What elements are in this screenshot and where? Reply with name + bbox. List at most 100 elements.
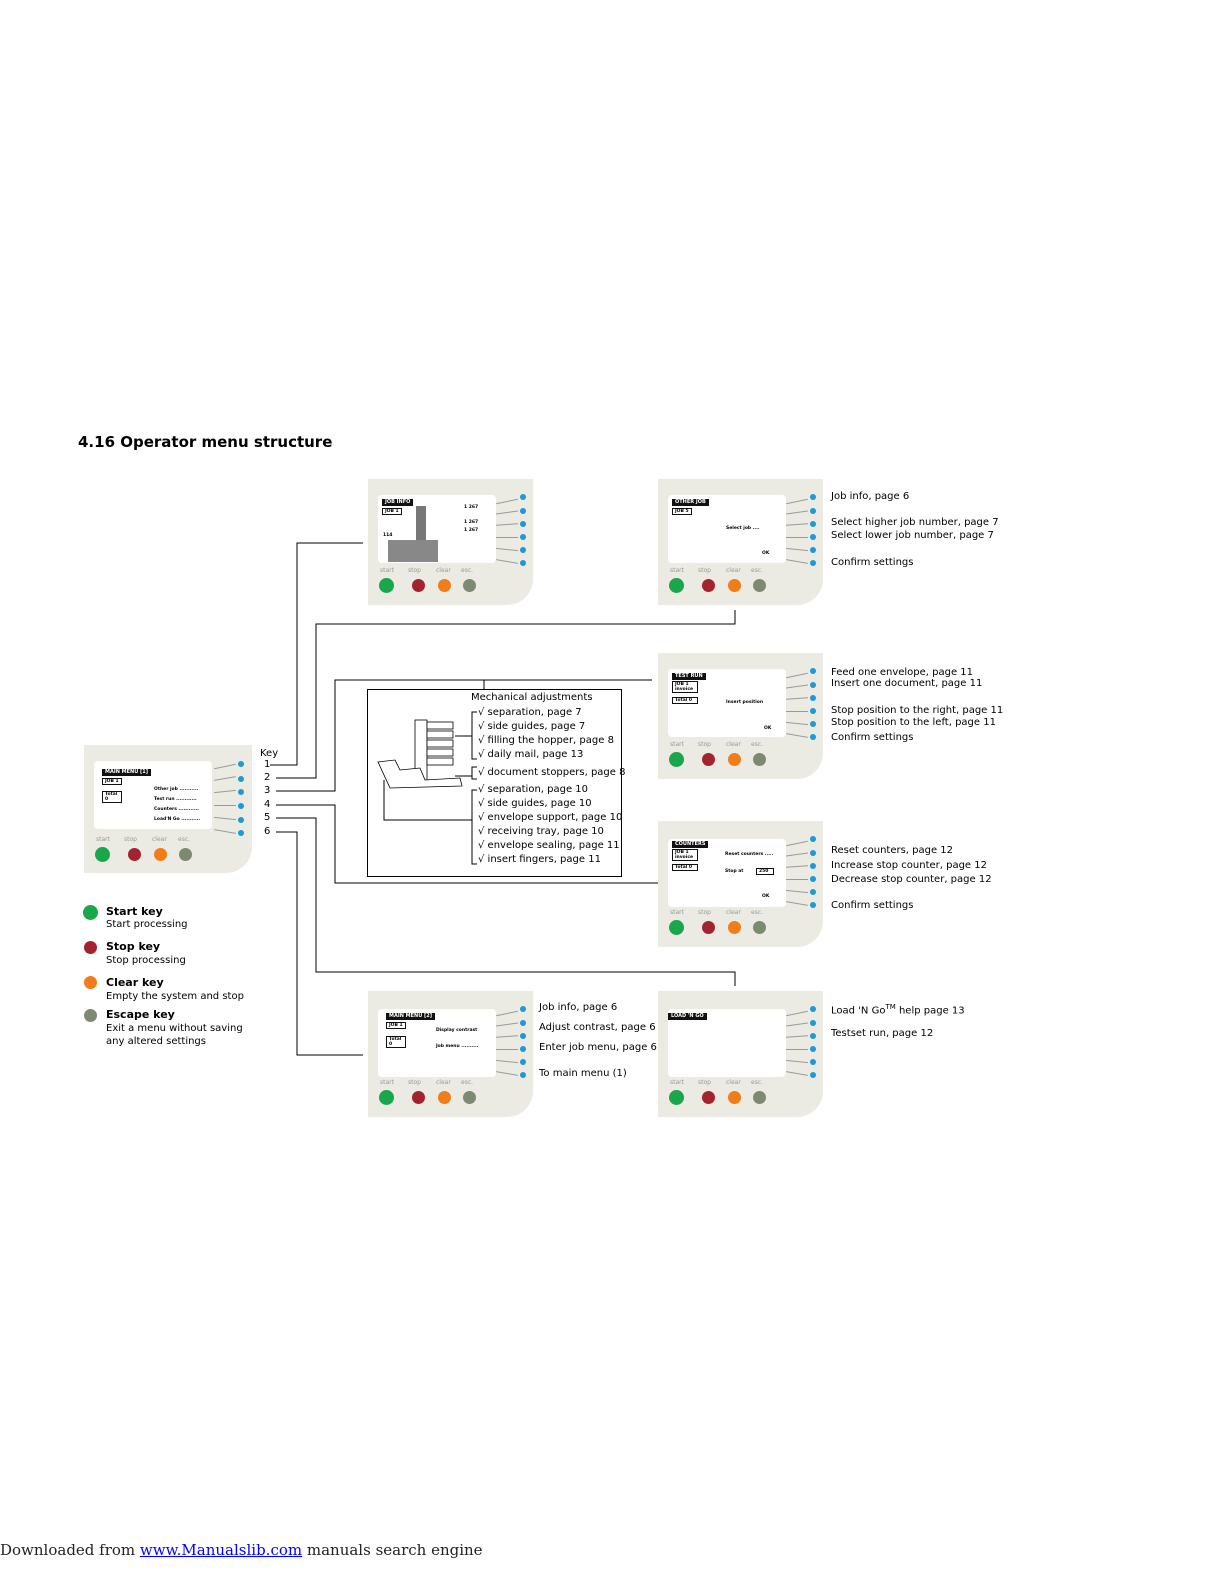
clear-key[interactable] [728, 753, 741, 766]
start-key[interactable] [379, 578, 394, 593]
menu-item: Other job ........... [154, 787, 199, 792]
ok-text: OK [762, 551, 770, 556]
side-button[interactable] [520, 1033, 526, 1039]
side-button[interactable] [520, 560, 526, 566]
side-button[interactable] [810, 876, 816, 882]
menu-item: Load'N Go ........... [154, 817, 201, 822]
side-button[interactable] [810, 1006, 816, 1012]
escape-key[interactable] [463, 579, 476, 592]
mechanical-item: √ filling the hopper, page 8 [478, 735, 614, 746]
counters-label: Reset counters, page 12 [831, 845, 954, 856]
stop-key[interactable] [702, 921, 715, 934]
side-button[interactable] [810, 695, 816, 701]
side-button[interactable] [810, 668, 816, 674]
side-button[interactable] [520, 534, 526, 540]
start-key-icon [83, 905, 98, 920]
stop-key-icon [84, 941, 97, 954]
main-menu-2-label: To main menu (1) [539, 1068, 627, 1079]
side-button[interactable] [238, 776, 244, 782]
main-menu-screen: MAIN MENU [1] JOB 1 Total 0 Other job ..… [94, 761, 212, 829]
side-button[interactable] [810, 836, 816, 842]
start-key[interactable] [669, 1090, 684, 1105]
other-job-label: Job info, page 6 [831, 491, 910, 502]
side-button[interactable] [238, 817, 244, 823]
stop-key[interactable] [702, 579, 715, 592]
job-box: JOB 1 [386, 1022, 406, 1029]
side-button[interactable] [810, 721, 816, 727]
side-button[interactable] [520, 547, 526, 553]
key-caption: esc. [751, 1079, 764, 1086]
side-button[interactable] [810, 521, 816, 527]
side-button[interactable] [520, 521, 526, 527]
side-button[interactable] [810, 560, 816, 566]
value-text: 1 267 [464, 520, 479, 525]
clear-key[interactable] [438, 1091, 451, 1104]
side-button[interactable] [238, 761, 244, 767]
key-caption: stop [698, 909, 711, 916]
side-button[interactable] [810, 734, 816, 740]
escape-key[interactable] [463, 1091, 476, 1104]
side-button[interactable] [520, 1059, 526, 1065]
side-button[interactable] [810, 1072, 816, 1078]
side-button[interactable] [520, 1046, 526, 1052]
stop-key[interactable] [702, 1091, 715, 1104]
side-button[interactable] [810, 508, 816, 514]
screen-title: OTHER JOB [672, 499, 709, 506]
escape-key[interactable] [179, 848, 192, 861]
escape-key[interactable] [753, 921, 766, 934]
clear-key[interactable] [728, 1091, 741, 1104]
side-button[interactable] [520, 1072, 526, 1078]
start-key[interactable] [669, 578, 684, 593]
key-number: 4 [264, 799, 271, 810]
side-button[interactable] [810, 534, 816, 540]
side-button[interactable] [810, 1033, 816, 1039]
mechanical-adjustments-box [367, 689, 622, 877]
main-menu-2-label: Enter job menu, page 6 [539, 1042, 657, 1053]
start-key[interactable] [379, 1090, 394, 1105]
stop-key[interactable] [702, 753, 715, 766]
side-button[interactable] [810, 1046, 816, 1052]
side-button[interactable] [810, 902, 816, 908]
key-caption: esc. [178, 836, 191, 843]
side-button[interactable] [520, 1006, 526, 1012]
clear-key[interactable] [438, 579, 451, 592]
escape-key[interactable] [753, 1091, 766, 1104]
key-number: 6 [264, 826, 271, 837]
side-button[interactable] [810, 1059, 816, 1065]
side-button[interactable] [238, 789, 244, 795]
side-button[interactable] [520, 508, 526, 514]
escape-key[interactable] [753, 579, 766, 592]
legend-desc: Start processing [106, 919, 188, 930]
stop-at-text: Stop at [725, 869, 744, 874]
load-n-go-screen: LOAD 'N GO [668, 1009, 786, 1077]
job-info-screen: JOB INFO JOB 1 114 1 267 1 267 1 267 [378, 495, 496, 563]
key-caption: clear [726, 1079, 741, 1086]
stop-key[interactable] [128, 848, 141, 861]
side-button[interactable] [810, 494, 816, 500]
side-button[interactable] [810, 889, 816, 895]
side-button[interactable] [810, 547, 816, 553]
side-button[interactable] [238, 830, 244, 836]
clear-key[interactable] [728, 579, 741, 592]
clear-key[interactable] [728, 921, 741, 934]
side-button[interactable] [810, 708, 816, 714]
side-button[interactable] [810, 863, 816, 869]
side-button[interactable] [238, 803, 244, 809]
start-key[interactable] [669, 920, 684, 935]
manualslib-link[interactable]: www.Manualslib.com [139, 1541, 303, 1559]
page-title: 4.16 Operator menu structure [78, 433, 333, 451]
start-key[interactable] [669, 752, 684, 767]
stop-key[interactable] [412, 579, 425, 592]
side-button[interactable] [810, 682, 816, 688]
job-box: JOB 5 [672, 508, 692, 515]
escape-key[interactable] [753, 753, 766, 766]
mechanical-item: √ receiving tray, page 10 [478, 826, 604, 837]
side-button[interactable] [520, 1020, 526, 1026]
start-key[interactable] [95, 847, 110, 862]
clear-key[interactable] [154, 848, 167, 861]
side-button[interactable] [520, 494, 526, 500]
stop-key[interactable] [412, 1091, 425, 1104]
side-button[interactable] [810, 850, 816, 856]
side-button[interactable] [810, 1020, 816, 1026]
